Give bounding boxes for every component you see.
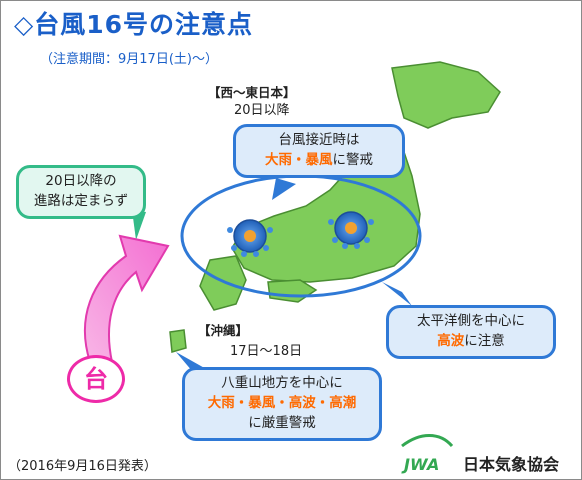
yaeyama-callout-line3: に厳重警戒 (248, 415, 316, 431)
region-label-east-west: 【西〜東日本】 (208, 85, 296, 100)
rain-wind-icon (328, 211, 374, 249)
approach-callout-line2: 大雨・暴風に警戒 (236, 150, 402, 170)
path-callout-line2: 進路は定まらず (33, 193, 129, 209)
pacific-highlight: 高波 (437, 333, 465, 349)
approach-callout: 台風接近時は 大雨・暴風に警戒 (233, 124, 405, 178)
pacific-callout: 太平洋側を中心に 高波に注意 (386, 305, 556, 359)
caution-period: （注意期間：9月17日(土)〜） (40, 52, 218, 67)
approach-pointer (272, 178, 296, 200)
okinawa-land (169, 329, 187, 353)
shikoku-land (267, 279, 318, 303)
page-title: ◇台風16号の注意点 (14, 10, 254, 39)
yaeyama-callout-line1: 八重山地方を中心に (221, 375, 343, 391)
typhoon-path-arrow (83, 234, 170, 363)
issued-date-note: （2016年9月16日発表） (8, 459, 157, 474)
pacific-pointer (382, 282, 412, 306)
hokkaido-land (391, 61, 501, 129)
path-callout-line1: 20日以降の (45, 173, 117, 189)
yaeyama-callout: 八重山地方を中心に 大雨・暴風・高波・高潮 に厳重警戒 (182, 367, 382, 441)
rain-wind-icon (227, 219, 273, 257)
region-date-east-west: 20日以降 (234, 103, 290, 118)
approach-callout-line1: 台風接近時は (278, 132, 360, 148)
pacific-callout-line2: 高波に注意 (389, 331, 553, 351)
jwa-logo: JWA (401, 434, 454, 474)
pacific-rest: に注意 (464, 333, 505, 349)
kyushu-land (199, 255, 247, 311)
typhoon-symbol: 台 (67, 355, 125, 403)
approach-rest: に警戒 (332, 152, 374, 168)
region-label-okinawa: 【沖縄】 (198, 323, 249, 338)
logo-letters: JWA (401, 455, 439, 474)
yaeyama-highlight: 大雨・暴風・高波・高潮 (207, 395, 357, 411)
pacific-callout-line1: 太平洋側を中心に (417, 313, 525, 329)
path-callout: 20日以降の 進路は定まらず (16, 165, 146, 219)
approach-highlight: 大雨・暴風 (265, 152, 333, 168)
organization-name: 日本気象協会 (463, 455, 560, 474)
region-date-okinawa: 17日〜18日 (230, 344, 303, 359)
